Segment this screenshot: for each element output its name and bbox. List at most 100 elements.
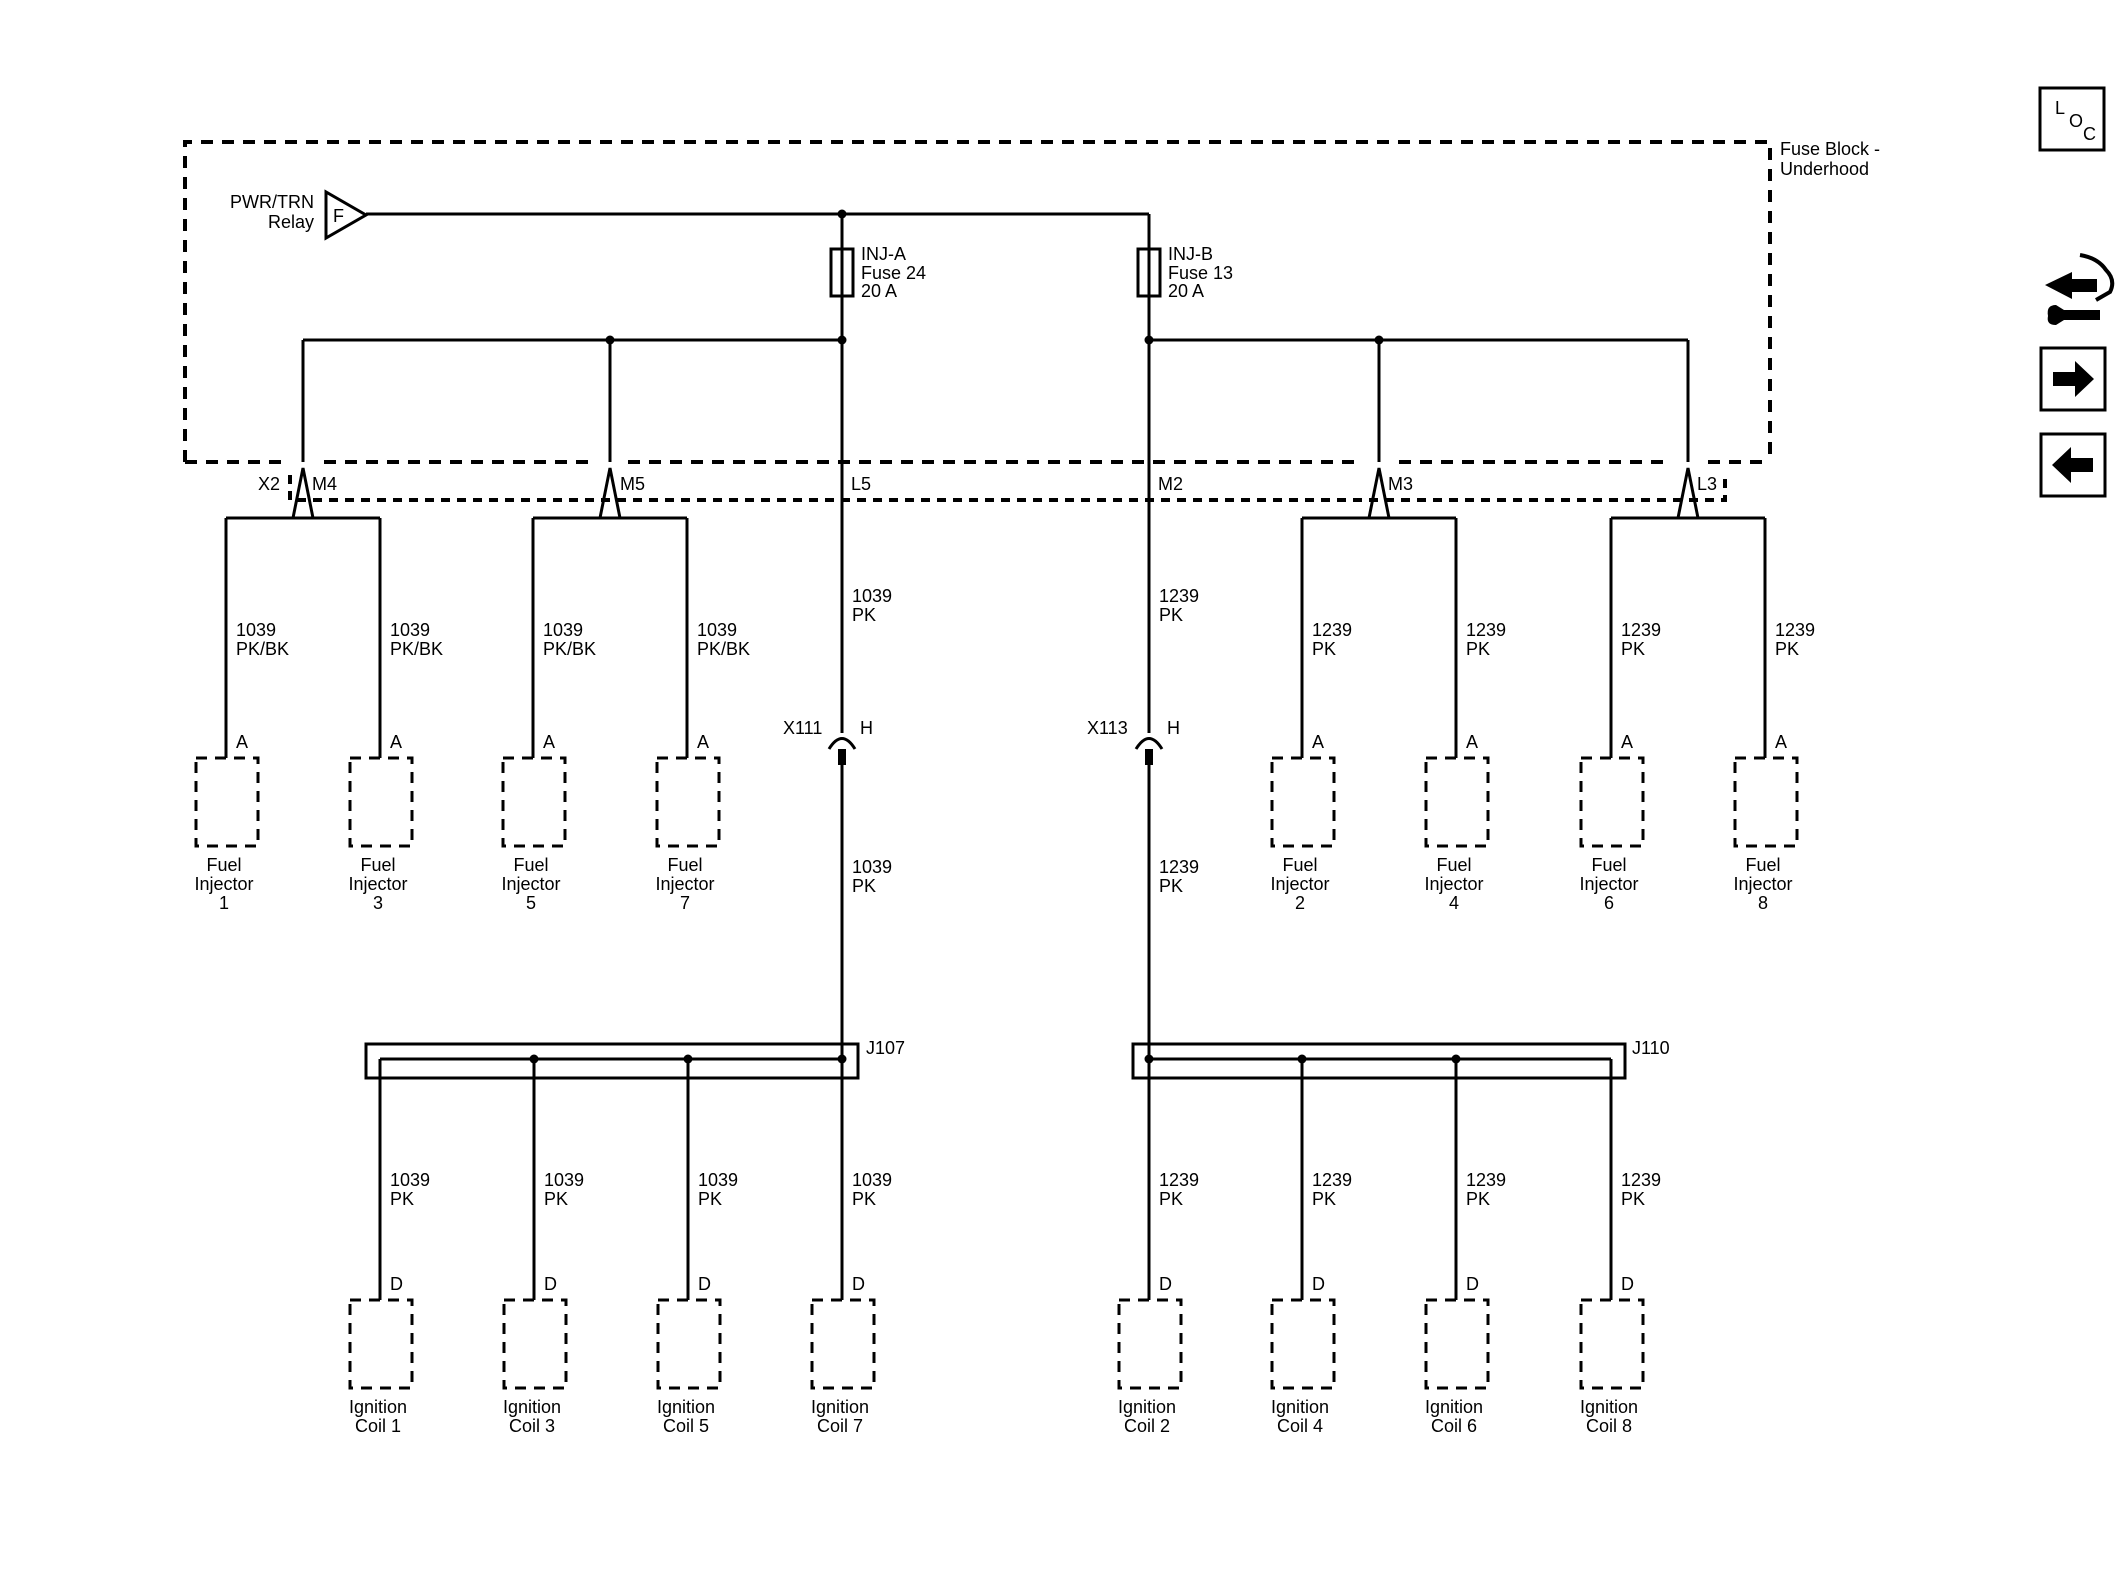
splice-point-bus-b-m3 (1374, 335, 1384, 345)
injector-7-label-2: Injector (655, 874, 714, 894)
fuse-a-line3: 20 A (861, 281, 897, 301)
fuse-b-line1: INJ-B (1168, 244, 1213, 264)
fuse-inj-a: INJ-A Fuse 24 20 A (829, 214, 926, 301)
coil-2-pin: D (1159, 1274, 1172, 1294)
wire-inj3-color: PK/BK (390, 639, 443, 659)
wire-coil5-num: 1039 (698, 1170, 738, 1190)
splice-point-bus-a-m5 (605, 335, 615, 345)
ignition-coil-2: D Ignition Coil 2 (1117, 1274, 1183, 1436)
injector-8-label-2: Injector (1733, 874, 1792, 894)
feed-a-lower-color: PK (852, 876, 876, 896)
arrow-left-icon (2052, 447, 2093, 483)
splice-point-bus-a-l5 (837, 335, 847, 345)
fuel-injector-8: A Fuel Injector 8 (1733, 732, 1799, 913)
injector-6-label-1: Fuel (1591, 855, 1626, 875)
coil-1-label-1: Ignition (349, 1397, 407, 1417)
x111-pin: H (860, 718, 873, 738)
location-button[interactable]: L O C (2038, 86, 2106, 152)
wire-inj2-num: 1239 (1312, 620, 1352, 640)
wire-inj3-num: 1039 (390, 620, 430, 640)
coil-5-label-2: Coil 5 (663, 1416, 709, 1436)
injector-8-label-3: 8 (1758, 893, 1768, 913)
coil-6-pin: D (1466, 1274, 1479, 1294)
pin-m3: M3 (1388, 474, 1413, 494)
wire-inj5-num: 1039 (543, 620, 583, 640)
coil-6-label-2: Coil 6 (1431, 1416, 1477, 1436)
injector-7-label-3: 7 (680, 893, 690, 913)
injector-4-label-1: Fuel (1436, 855, 1471, 875)
fuel-injector-6: A Fuel Injector 6 (1579, 732, 1645, 913)
x111-label: X111 (783, 718, 822, 738)
arrow-right-icon (2053, 361, 2094, 397)
ignition-coil-7: D Ignition Coil 7 (810, 1274, 876, 1436)
wire-inj8-color: PK (1775, 639, 1799, 659)
coil-1-pin: D (390, 1274, 403, 1294)
ignition-coil-1: D Ignition Coil 1 (348, 1274, 414, 1436)
coil-6-label-1: Ignition (1425, 1397, 1483, 1417)
wire-inj7-color: PK/BK (697, 639, 750, 659)
injector-branch-m3 (1300, 516, 1458, 758)
injector-4-pin: A (1466, 732, 1478, 752)
injector-8-pin: A (1775, 732, 1787, 752)
coil-4-label-1: Ignition (1271, 1397, 1329, 1417)
wire-inj4-color: PK (1466, 639, 1490, 659)
wire-coil2-color: PK (1159, 1189, 1183, 1209)
feed-a-upper-color: PK (852, 605, 876, 625)
wire-coil4-color: PK (1312, 1189, 1336, 1209)
fuse-b-line3: 20 A (1168, 281, 1204, 301)
location-letter-c: C (2083, 124, 2096, 144)
component-diagnostics-icon[interactable] (2045, 253, 2115, 325)
injector-1-pin: A (236, 732, 248, 752)
wire-inj7-num: 1039 (697, 620, 737, 640)
injector-2-pin: A (1312, 732, 1324, 752)
connector-terminals (291, 467, 1700, 519)
injector-5-pin: A (543, 732, 555, 752)
injector-2-label-3: 2 (1295, 893, 1305, 913)
coil-4-pin: D (1312, 1274, 1325, 1294)
fuse-inj-b: INJ-B Fuse 13 20 A (1136, 214, 1233, 301)
wire-coil3-num: 1039 (544, 1170, 584, 1190)
injector-3-label-2: Injector (348, 874, 407, 894)
wire-coil1-num: 1039 (390, 1170, 430, 1190)
coil-5-label-1: Ignition (657, 1397, 715, 1417)
feed-a-lower-num: 1039 (852, 857, 892, 877)
coil-5-pin: D (698, 1274, 711, 1294)
relay-pin-f: F (333, 206, 344, 226)
wire-inj1-color: PK/BK (236, 639, 289, 659)
wire-coil5-color: PK (698, 1189, 722, 1209)
pin-l3: L3 (1697, 474, 1717, 494)
injector-3-label-1: Fuel (360, 855, 395, 875)
bus-b (1147, 296, 1690, 462)
wire-inj5-color: PK/BK (543, 639, 596, 659)
splice-pack-j110: J110 (1131, 1038, 1670, 1300)
bus-a (301, 296, 844, 462)
injector-branch-m4 (224, 516, 382, 758)
fuse-block-underhood: Fuse Block - Underhood (183, 139, 1880, 464)
fuse-b-line2: Fuse 13 (1168, 263, 1233, 283)
coil-3-pin: D (544, 1274, 557, 1294)
coil-7-label-1: Ignition (811, 1397, 869, 1417)
previous-page-button[interactable] (2039, 432, 2107, 498)
pin-x2: X2 (258, 474, 280, 494)
feed-b-lower-num: 1239 (1159, 857, 1199, 877)
injector-2-label-1: Fuel (1282, 855, 1317, 875)
next-page-button[interactable] (2039, 346, 2107, 412)
injector-5-label-2: Injector (501, 874, 560, 894)
injector-1-label-1: Fuel (206, 855, 241, 875)
splice-pack-j107: J107 (364, 1038, 905, 1300)
fuse-block-title-1: Fuse Block - (1780, 139, 1880, 159)
pin-m4: M4 (312, 474, 337, 494)
injector-6-label-2: Injector (1579, 874, 1638, 894)
coil-1-label-2: Coil 1 (355, 1416, 401, 1436)
coil-7-label-2: Coil 7 (817, 1416, 863, 1436)
fuel-injector-1: A Fuel Injector 1 (194, 732, 260, 913)
splice-point-bus-b-m2 (1144, 335, 1154, 345)
injector-1-label-3: 1 (219, 893, 229, 913)
injector-2-label-2: Injector (1270, 874, 1329, 894)
coil-8-label-2: Coil 8 (1586, 1416, 1632, 1436)
injector-wire-labels-right: 1239 PK 1239 PK 1239 PK 1239 PK (1312, 620, 1815, 659)
injector-8-label-1: Fuel (1745, 855, 1780, 875)
wire-coil2-num: 1239 (1159, 1170, 1199, 1190)
wire-coil8-color: PK (1621, 1189, 1645, 1209)
feed-b-lower-color: PK (1159, 876, 1183, 896)
